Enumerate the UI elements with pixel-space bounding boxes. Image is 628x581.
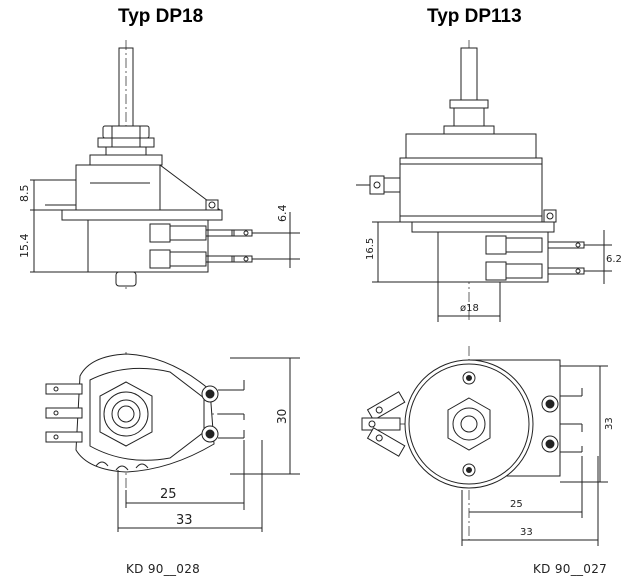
dp113-side-view xyxy=(356,40,612,322)
dim-25-dp18: 25 xyxy=(160,487,177,502)
drawing-code-dp113: KD 90__027 xyxy=(533,562,608,576)
dim-25-dp113: 25 xyxy=(510,499,523,510)
dim-6-2: 6.2 xyxy=(606,254,622,265)
title-dp18: Typ DP18 xyxy=(118,6,204,27)
dim-33-vertical-dp113: 33 xyxy=(604,417,615,430)
dp18-side-view xyxy=(30,40,300,290)
dim-30: 30 xyxy=(275,409,289,424)
drawing-code-dp18: KD 90__028 xyxy=(126,562,201,576)
dim-16-5: 16.5 xyxy=(365,238,376,260)
dim-15-4: 15.4 xyxy=(18,234,31,259)
dim-8-5: 8.5 xyxy=(18,185,31,203)
dp18-front-view xyxy=(45,352,300,532)
dim-phi-18: ø18 xyxy=(460,303,479,314)
dp113-front-view xyxy=(361,346,608,546)
title-dp113: Typ DP113 xyxy=(427,6,522,27)
dim-33-dp18: 33 xyxy=(176,513,193,528)
dim-6-4: 6.4 xyxy=(276,205,289,223)
dim-33-dp113: 33 xyxy=(520,527,533,538)
